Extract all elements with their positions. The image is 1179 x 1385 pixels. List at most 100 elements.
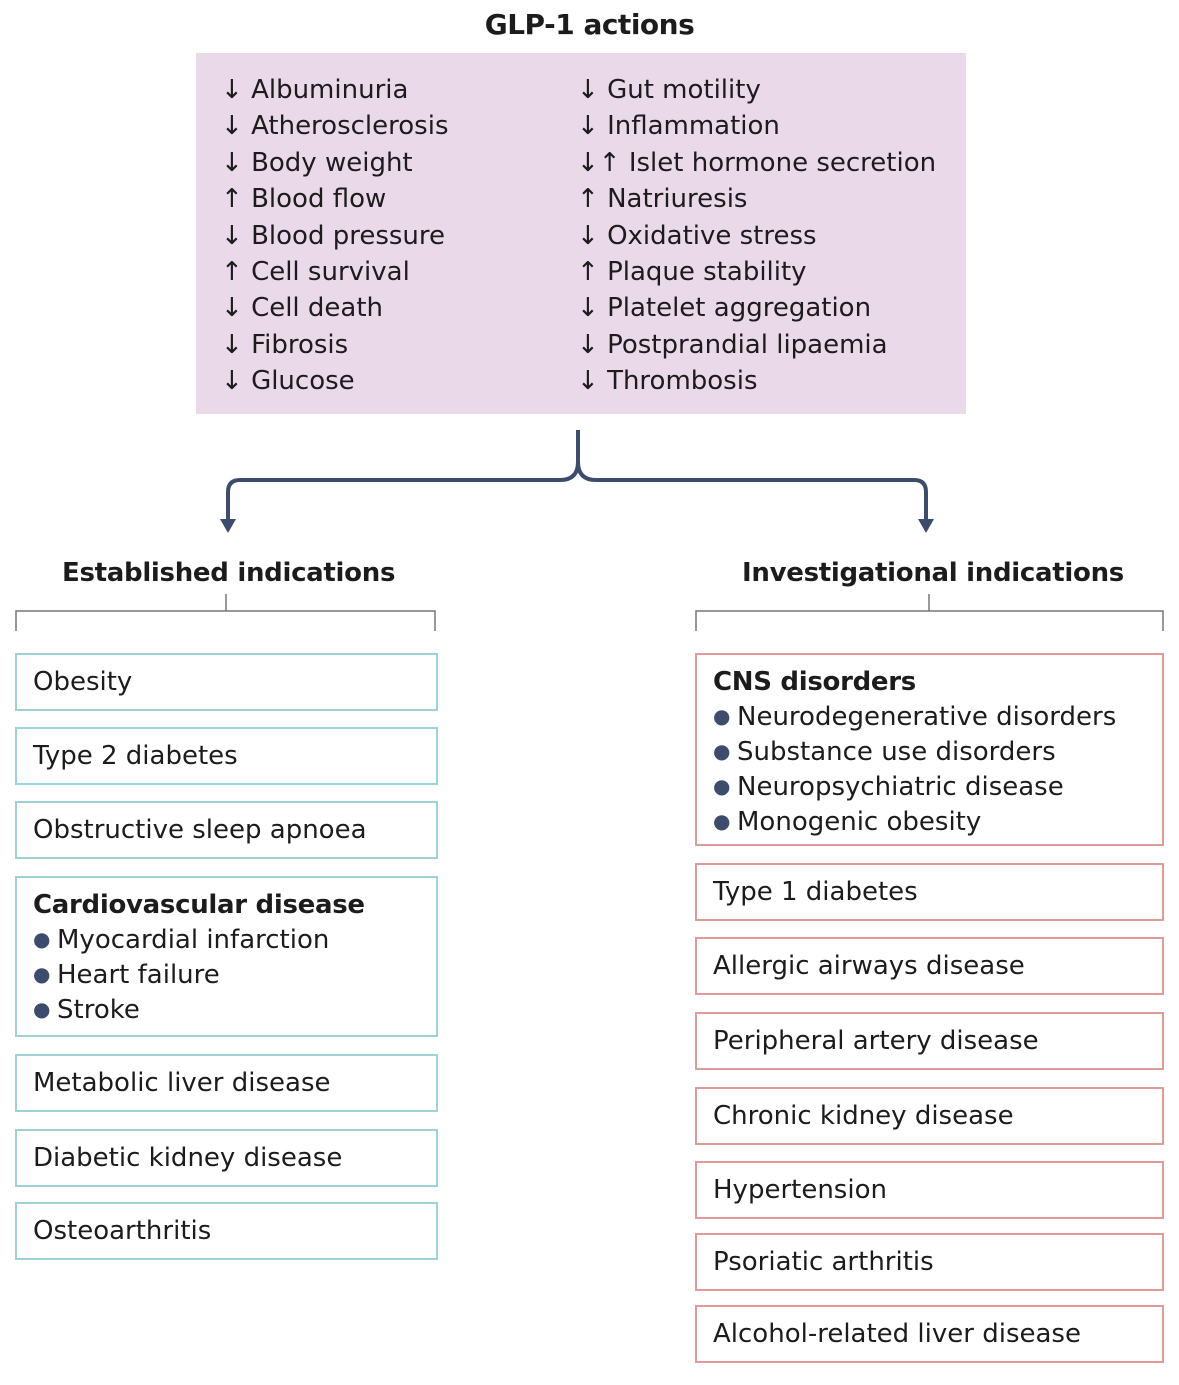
indication-box: Obstructive sleep apnoea [15, 801, 438, 859]
indication-group-heading: Cardiovascular disease [33, 890, 365, 920]
bullet-icon: ● [713, 774, 731, 798]
direction-arrow-icon: ↓ [577, 75, 599, 105]
bullet-icon: ● [33, 997, 51, 1021]
indication-label: Psoriatic arthritis [713, 1247, 934, 1277]
direction-arrow-icon: ↓ [221, 147, 243, 178]
indication-box: Alcohol-related liver disease [695, 1305, 1164, 1363]
indication-box: Peripheral artery disease [695, 1012, 1164, 1070]
diagram-title: GLP-1 actions [484, 8, 695, 41]
indication-label: Chronic kidney disease [713, 1101, 1014, 1131]
action-item: ↓ Gut motility [577, 72, 936, 108]
action-label: Glucose [251, 366, 355, 397]
indication-label: Obstructive sleep apnoea [33, 815, 367, 845]
direction-arrow-icon: ↑ [577, 184, 599, 215]
bullet-icon: ● [713, 809, 731, 833]
action-item: ↓ Thrombosis [577, 363, 936, 399]
action-label: Albuminuria [251, 75, 409, 105]
indication-label: Obesity [33, 667, 133, 697]
direction-arrow-icon: ↓↑ [577, 147, 621, 178]
indication-label: Type 1 diabetes [713, 877, 918, 907]
indication-box: Obesity [15, 653, 438, 711]
action-label: Blood pressure [251, 220, 446, 251]
direction-arrow-icon: ↓ [221, 329, 243, 360]
action-item: ↓ Inflammation [577, 108, 936, 144]
indication-box: Osteoarthritis [15, 1202, 438, 1260]
indication-subitem-label: Substance use disorders [737, 737, 1056, 767]
arrow-down-left-icon [220, 519, 236, 533]
indication-box: Allergic airways disease [695, 937, 1164, 995]
action-label: Blood flow [251, 184, 387, 215]
indication-label: Metabolic liver disease [33, 1068, 331, 1098]
indication-subitem-label: Neuropsychiatric disease [737, 772, 1064, 802]
direction-arrow-icon: ↑ [221, 184, 243, 215]
action-item: ↓ Fibrosis [221, 327, 449, 363]
indication-subitem-label: Myocardial infarction [57, 925, 330, 955]
indication-box: Hypertension [695, 1161, 1164, 1219]
indication-subitem: ●Neuropsychiatric disease [713, 769, 1146, 804]
indication-label: Peripheral artery disease [713, 1026, 1039, 1056]
action-label: Thrombosis [607, 366, 758, 397]
established-indications-heading: Established indications [62, 558, 396, 588]
action-label: Fibrosis [251, 329, 349, 360]
action-item: ↓ Albuminuria [221, 72, 449, 108]
action-label: Cell death [251, 293, 384, 324]
direction-arrow-icon: ↓ [577, 293, 599, 324]
indication-group-box: Cardiovascular disease ●Myocardial infar… [15, 876, 438, 1037]
actions-right-column: ↓ Gut motility ↓ Inflammation ↓↑ Islet h… [577, 72, 936, 400]
indication-group-heading: CNS disorders [713, 667, 916, 697]
action-item: ↓ Cell death [221, 290, 449, 326]
indication-box: Psoriatic arthritis [695, 1233, 1164, 1291]
established-bracket [15, 594, 436, 631]
direction-arrow-icon: ↓ [221, 293, 243, 324]
bullet-icon: ● [713, 704, 731, 728]
indication-box: Type 1 diabetes [695, 863, 1164, 921]
indication-subitem: ●Stroke [33, 992, 420, 1027]
direction-arrow-icon: ↓ [577, 220, 599, 251]
actions-left-column: ↓ Albuminuria ↓ Atherosclerosis ↓ Body w… [221, 72, 449, 400]
action-label: Islet hormone secretion [628, 147, 937, 178]
bullet-icon: ● [33, 962, 51, 986]
action-label: Gut motility [607, 75, 761, 105]
indication-subitem: ●Monogenic obesity [713, 804, 1146, 839]
direction-arrow-icon: ↓ [221, 366, 243, 397]
indication-subitem: ●Myocardial infarction [33, 922, 420, 957]
indication-box: Diabetic kidney disease [15, 1129, 438, 1187]
action-label: Plaque stability [607, 257, 807, 288]
direction-arrow-icon: ↓ [577, 329, 599, 360]
indication-label: Hypertension [713, 1175, 887, 1205]
indication-subitem: ●Heart failure [33, 957, 420, 992]
action-item: ↓ Glucose [221, 363, 449, 399]
indication-subitem-label: Monogenic obesity [737, 807, 982, 837]
action-label: Natriuresis [607, 184, 748, 215]
action-label: Atherosclerosis [251, 111, 449, 142]
action-label: Body weight [251, 147, 413, 178]
indication-subitem-label: Stroke [57, 995, 140, 1025]
action-item: ↓ Body weight [221, 145, 449, 181]
bullet-icon: ● [33, 927, 51, 951]
action-label: Platelet aggregation [607, 293, 872, 324]
investigational-bracket [695, 594, 1164, 631]
action-item: ↓ Atherosclerosis [221, 108, 449, 144]
indication-label: Diabetic kidney disease [33, 1143, 343, 1173]
indication-box: Metabolic liver disease [15, 1054, 438, 1112]
action-item: ↓ Blood pressure [221, 218, 449, 254]
direction-arrow-icon: ↓ [221, 111, 243, 142]
indication-label: Type 2 diabetes [33, 741, 238, 771]
indication-label: Osteoarthritis [33, 1216, 212, 1246]
action-item: ↓ Oxidative stress [577, 218, 936, 254]
direction-arrow-icon: ↑ [221, 257, 243, 288]
action-item: ↑ Natriuresis [577, 181, 936, 217]
indication-box: Chronic kidney disease [695, 1087, 1164, 1145]
indication-group-box: CNS disorders ●Neurodegenerative disorde… [695, 653, 1164, 846]
action-item: ↑ Blood flow [221, 181, 449, 217]
investigational-indications-heading: Investigational indications [742, 558, 1124, 588]
action-item: ↑ Plaque stability [577, 254, 936, 290]
direction-arrow-icon: ↑ [577, 257, 599, 288]
indication-subitem: ●Neurodegenerative disorders [713, 699, 1146, 734]
branch-connector [226, 430, 928, 520]
action-item: ↑ Cell survival [221, 254, 449, 290]
indication-label: Allergic airways disease [713, 951, 1025, 981]
arrow-down-right-icon [918, 519, 934, 533]
indication-label: Alcohol-related liver disease [713, 1319, 1081, 1349]
direction-arrow-icon: ↓ [221, 75, 243, 105]
